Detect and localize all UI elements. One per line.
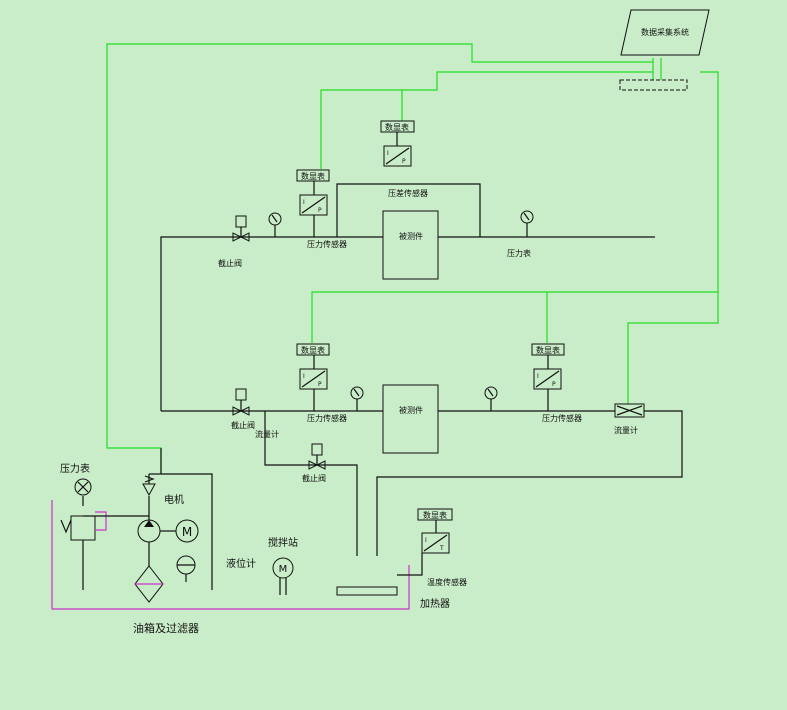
lower-circuit: 被测件 截止阀 流量计 截止阀 I P 数显表 压力传感器 [161, 343, 683, 556]
upper-circuit: 被测件 截止阀 I P 数显表 压力传感器 数显表 I P 压差传感器 [160, 120, 655, 411]
svg-text:I: I [537, 373, 539, 380]
svg-text:I: I [387, 150, 389, 157]
temp-sensor-label: 温度传感器 [427, 577, 467, 587]
stir-station-label: 搅拌站 [268, 536, 298, 549]
svg-text:数显表: 数显表 [423, 510, 447, 520]
data-acq-label: 数据采集系统 [641, 27, 689, 37]
display-label: 数显表 [301, 171, 325, 181]
svg-text:M: M [182, 525, 192, 539]
svg-text:P: P [318, 207, 322, 214]
svg-text:数显表: 数显表 [301, 345, 325, 355]
svg-text:流量计: 流量计 [614, 425, 638, 435]
test-piece-lower [382, 384, 439, 454]
svg-text:P: P [402, 158, 406, 165]
stop-valve-lower [232, 388, 250, 416]
svg-text:P: P [552, 381, 556, 388]
stop-valve-upper [232, 215, 250, 242]
svg-text:压力传感器: 压力传感器 [542, 413, 582, 423]
heater [336, 586, 398, 596]
level-gauge-label: 液位计 [226, 557, 256, 570]
svg-text:数显表: 数显表 [385, 122, 409, 132]
test-piece-label: 被测件 [399, 231, 423, 241]
pressure-sensor-label: 压力传感器 [307, 239, 347, 249]
pressure-gauge-left-label: 压力表 [60, 462, 90, 475]
pressure-gauge-label: 压力表 [507, 248, 531, 258]
tank-system: 加热器 数显表 I T 温度传感器 搅拌站 M 液位计 M 电机 [51, 448, 467, 635]
data-acquisition-system: 数据采集系统 [619, 9, 710, 91]
svg-text:T: T [439, 545, 444, 552]
svg-text:压力传感器: 压力传感器 [307, 413, 347, 423]
test-piece-upper [382, 210, 439, 280]
flowmeter-label-left: 流量计 [255, 429, 279, 439]
diff-sensor-label: 压差传感器 [388, 188, 428, 198]
svg-text:I: I [303, 373, 305, 380]
svg-text:I: I [303, 199, 305, 206]
svg-text:M: M [279, 564, 288, 575]
svg-text:截止阀: 截止阀 [231, 420, 255, 430]
svg-text:I: I [425, 537, 427, 544]
svg-text:截止阀: 截止阀 [302, 473, 326, 483]
svg-text:被测件: 被测件 [399, 405, 423, 415]
stop-valve-bottom [308, 443, 326, 470]
heater-label: 加热器 [420, 597, 450, 610]
motor-label: 电机 [164, 493, 184, 506]
stop-valve-label: 截止阀 [218, 258, 242, 268]
svg-text:P: P [318, 381, 322, 388]
tank-filter-label: 油箱及过滤器 [133, 621, 199, 635]
svg-text:数显表: 数显表 [536, 345, 560, 355]
